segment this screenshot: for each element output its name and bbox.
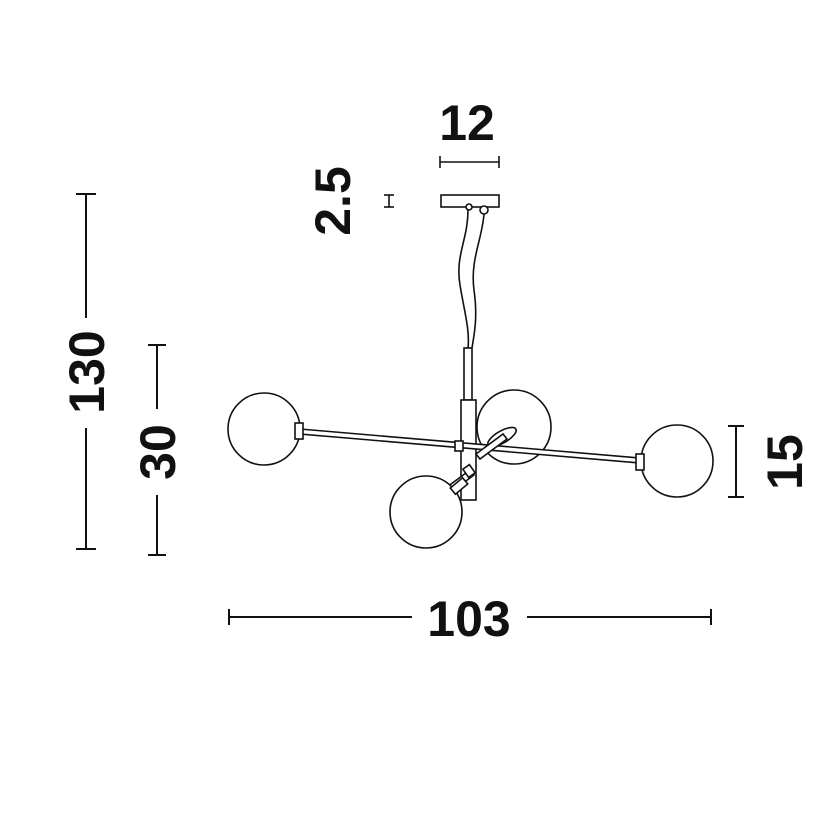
globe-front-bottom-socket [449,476,469,496]
canopy-height-label: 2.5 [305,166,361,236]
globe-right-socket [635,453,645,471]
upper-stem [463,347,473,401]
canopy-width-dimension: 12 [439,95,500,168]
globe-left-socket [294,422,304,440]
body-height-dimension: 30 [130,344,186,556]
body-height-label: 30 [130,424,186,480]
suspension-cable-right [471,213,485,349]
globe-diameter-dimension: 15 [728,425,813,498]
canopy-width-label: 12 [439,95,495,151]
suspension-cable-left [458,209,470,349]
total-width-dimension: 103 [228,591,712,647]
front-arm-joint [461,463,477,479]
total-height-label: 130 [59,330,115,413]
canopy-height-dimension: 2.5 [305,166,394,236]
total-height-dimension: 130 [59,193,115,550]
globe-front-bottom [389,475,463,549]
total-width-label: 103 [427,591,510,647]
globe-diameter-label: 15 [757,434,813,490]
globe-right [640,424,714,498]
canopy-screw-left [465,203,473,211]
arm-joint [454,440,464,452]
canopy-screw-right [479,205,489,215]
pendant-lamp [227,194,714,549]
globe-left [227,392,301,466]
diagonal-arm-back [474,432,509,461]
